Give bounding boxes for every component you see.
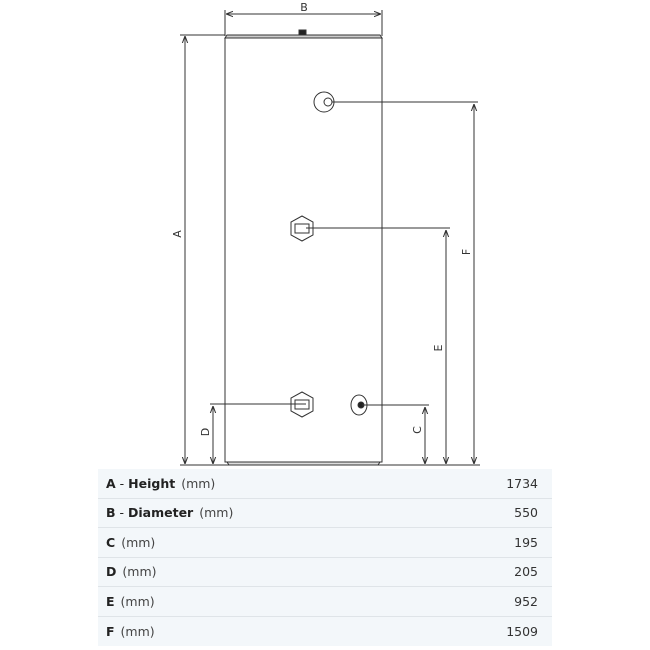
row-value: 1734 <box>506 475 538 491</box>
row-key: F <box>106 623 115 639</box>
table-row: F (mm) 1509 <box>98 617 552 647</box>
table-row: A - Height (mm) 1734 <box>98 469 552 499</box>
row-unit: (mm) <box>199 505 234 521</box>
dimension-a <box>180 34 480 466</box>
upper-connection <box>313 91 478 113</box>
row-value: 195 <box>514 534 538 550</box>
label-f: F <box>460 249 473 255</box>
label-c: C <box>411 426 424 434</box>
table-row: B - Diameter (mm) 550 <box>98 499 552 528</box>
row-sep: - <box>115 505 128 521</box>
row-value: 1509 <box>506 623 538 639</box>
lower-right-connection <box>350 394 429 416</box>
label-d: D <box>199 428 212 436</box>
row-unit: (mm) <box>122 564 157 580</box>
label-b: B <box>300 1 308 14</box>
row-key: E <box>106 593 115 609</box>
row-key: C <box>106 534 116 550</box>
middle-connection <box>290 215 450 242</box>
row-name: Height <box>128 475 176 491</box>
tank-body <box>224 29 383 466</box>
row-key: B <box>106 505 116 521</box>
cylinder-dimension-diagram: B A F E D C <box>171 1 480 466</box>
row-unit: (mm) <box>120 593 155 609</box>
row-key: A <box>106 475 116 491</box>
row-unit: (mm) <box>120 623 155 639</box>
label-e: E <box>432 344 445 351</box>
row-value: 550 <box>514 505 538 521</box>
table-row: C (mm) 195 <box>98 528 552 558</box>
label-a: A <box>171 230 184 238</box>
row-value: 952 <box>514 593 538 609</box>
row-key: D <box>106 564 117 580</box>
dimension-b <box>224 10 383 36</box>
dimensions-table: A - Height (mm) 1734 B - Diameter (mm) 550… <box>98 469 552 646</box>
table-row: D (mm) 205 <box>98 558 552 587</box>
table-row: E (mm) 952 <box>98 587 552 617</box>
lower-connection <box>210 391 314 418</box>
row-unit: (mm) <box>121 534 156 550</box>
row-sep: - <box>115 475 129 491</box>
row-name: Diameter <box>128 505 194 521</box>
row-unit: (mm) <box>181 475 216 491</box>
row-value: 205 <box>514 564 538 580</box>
